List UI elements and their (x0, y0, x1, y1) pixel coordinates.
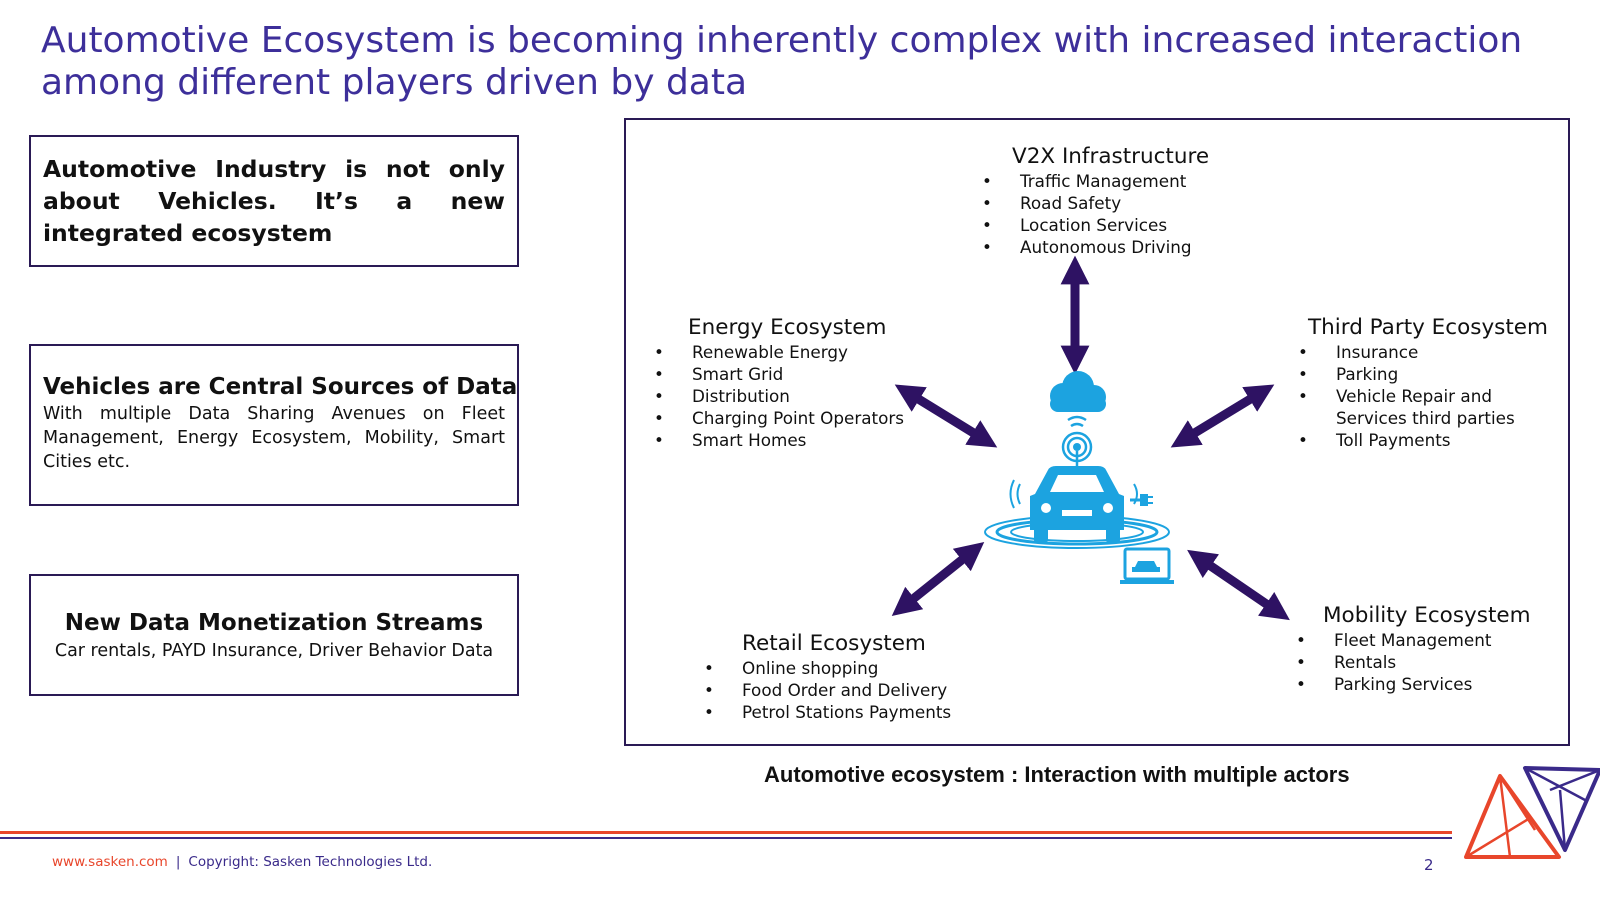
data-sources-body: With multiple Data Sharing Avenues on Fl… (43, 404, 505, 472)
v2x-title: V2X Infrastructure (1012, 144, 1210, 169)
monetization-body: Car rentals, PAYD Insurance, Driver Beha… (54, 641, 494, 661)
energy-item: Renewable Energy (654, 341, 904, 363)
page-title-line-1: Automotive Ecosystem is becoming inheren… (41, 20, 1523, 61)
wifi-icon (1061, 415, 1093, 466)
diagram-caption: Automotive ecosystem : Interaction with … (764, 762, 1350, 787)
third-party-item: Insurance (1298, 341, 1548, 363)
energy-item: Distribution (654, 385, 904, 407)
energy-item: Charging Point Operators (654, 407, 904, 429)
third-party-item: Parking (1298, 363, 1548, 385)
footer-url-link[interactable]: www.sasken.com (52, 854, 168, 870)
third-party-item-continuation: Services third parties (1336, 408, 1515, 428)
third-party-item: Vehicle Repair and (1298, 385, 1548, 407)
monetization-heading: New Data Monetization Streams (64, 610, 484, 636)
retail-title: Retail Ecosystem (742, 631, 926, 656)
retail-group: Retail Ecosystem Online shopping Food Or… (704, 631, 951, 723)
industry-text: Automotive Industry is not only about Ve… (43, 155, 505, 247)
industry-box: Automotive Industry is not only about Ve… (29, 135, 519, 267)
footer-separator: | (175, 854, 181, 870)
third-party-title: Third Party Ecosystem (1308, 315, 1548, 340)
page-number: 2 (1424, 856, 1434, 874)
v2x-group: V2X Infrastructure Traffic Management Ro… (982, 144, 1209, 258)
data-sources-box: Vehicles are Central Sources of Data Wit… (29, 344, 519, 506)
arrow-mobility (1187, 549, 1290, 621)
mobility-item: Parking Services (1296, 673, 1531, 695)
mobility-item: Fleet Management (1296, 629, 1531, 651)
footer-copyright: Copyright: Sasken Technologies Ltd. (188, 854, 433, 870)
arrow-retail (891, 542, 985, 616)
footer-divider-purple (0, 837, 1452, 839)
energy-group: Energy Ecosystem Renewable Energy Smart … (654, 315, 904, 451)
mobility-title: Mobility Ecosystem (1323, 603, 1531, 628)
retail-item: Online shopping (704, 657, 951, 679)
retail-list: Online shopping Food Order and Delivery … (704, 657, 951, 723)
v2x-list: Traffic Management Road Safety Location … (982, 170, 1209, 258)
v2x-item: Location Services (982, 214, 1209, 236)
monetization-box: New Data Monetization Streams Car rental… (29, 574, 519, 696)
ecosystem-diagram (624, 118, 1570, 746)
footer: www.sasken.com | Copyright: Sasken Technol… (52, 854, 432, 870)
laptop-icon (1120, 547, 1174, 584)
arrow-third-party (1170, 384, 1275, 448)
energy-list: Renewable Energy Smart Grid Distribution… (654, 341, 904, 451)
arrow-energy (894, 384, 998, 448)
v2x-item: Road Safety (982, 192, 1209, 214)
car-icon (984, 466, 1170, 549)
energy-title: Energy Ecosystem (688, 315, 887, 340)
energy-item: Smart Grid (654, 363, 904, 385)
mobility-group: Mobility Ecosystem Fleet Management Rent… (1296, 603, 1531, 695)
cloud-icon (1050, 371, 1106, 412)
v2x-item: Autonomous Driving (982, 236, 1209, 258)
third-party-group: Third Party Ecosystem Insurance Parking … (1298, 315, 1548, 451)
third-party-list: Insurance Parking Vehicle Repair and Ser… (1298, 341, 1548, 451)
footer-divider-red (0, 831, 1452, 834)
sasken-logo-icon (1464, 766, 1600, 859)
energy-item: Smart Homes (654, 429, 904, 451)
mobility-item: Rentals (1296, 651, 1531, 673)
v2x-item: Traffic Management (982, 170, 1209, 192)
retail-item: Food Order and Delivery (704, 679, 951, 701)
page-title-line-2: among different players driven by data (41, 62, 748, 103)
page-title: Automotive Ecosystem is becoming inheren… (41, 20, 1561, 104)
data-sources-heading: Vehicles are Central Sources of Data (43, 374, 518, 400)
retail-item: Petrol Stations Payments (704, 701, 951, 723)
mobility-list: Fleet Management Rentals Parking Service… (1296, 629, 1531, 695)
third-party-item: Toll Payments (1298, 429, 1548, 451)
